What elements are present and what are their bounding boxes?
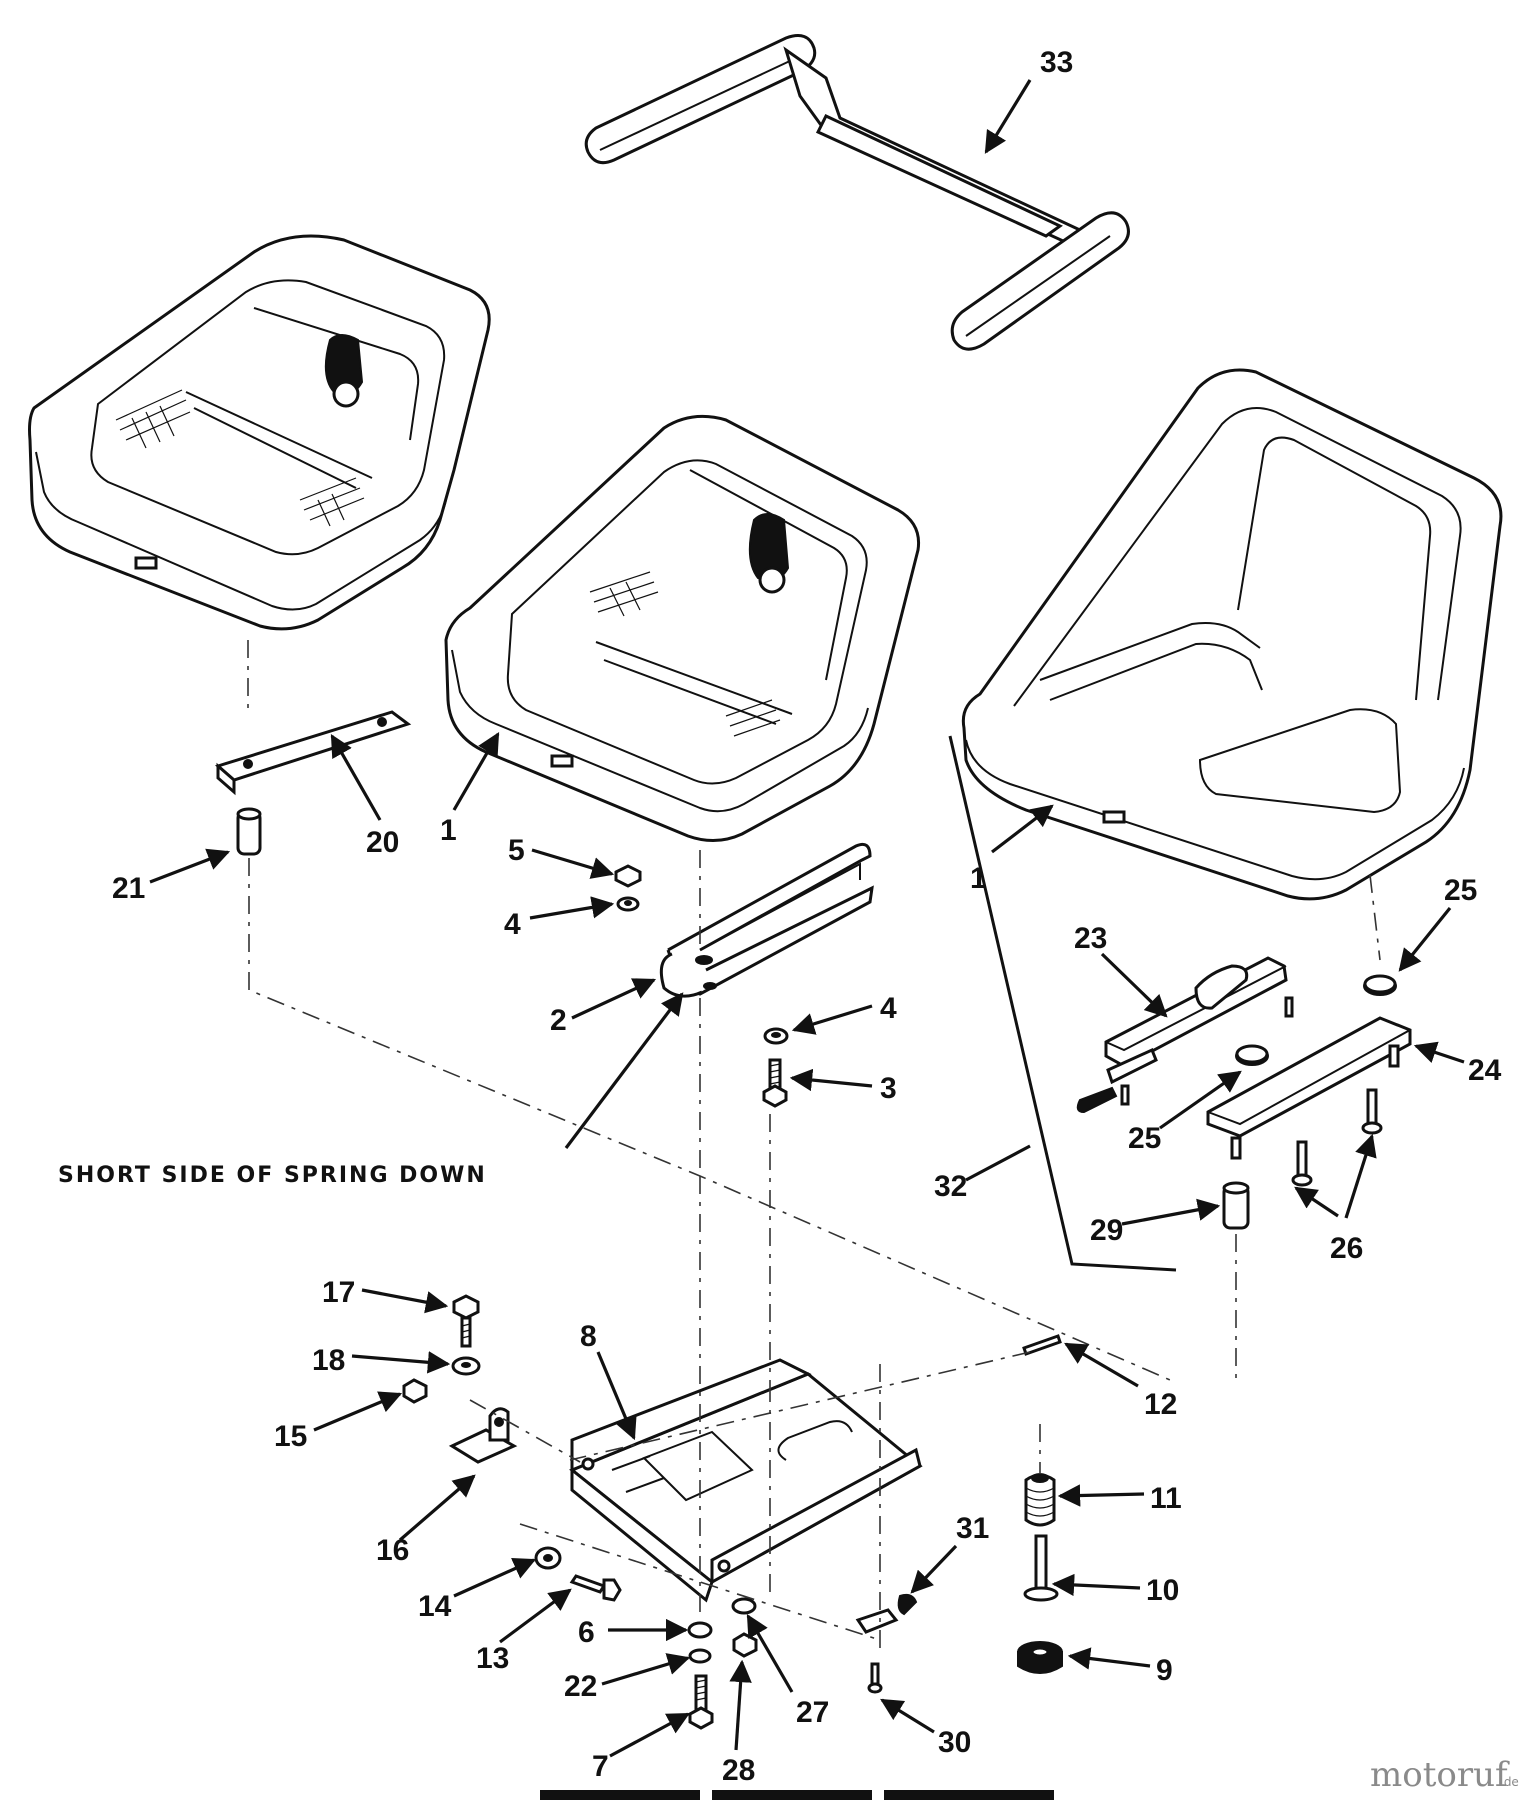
spacer-21 [236,807,262,856]
callout-25-upper: 25 [1444,874,1477,907]
callout-12: 12 [1144,1388,1177,1421]
watermark: motoruf .de [1370,1755,1519,1795]
callout-33: 33 [1040,46,1073,79]
nut-15 [402,1378,428,1404]
washer-25b [1235,1044,1269,1066]
callout-24: 24 [1468,1054,1502,1087]
spacer-14 [534,1546,562,1570]
callout-17: 17 [322,1276,355,1309]
washer-25a [1363,974,1397,996]
callout-30: 30 [938,1726,971,1759]
washer-22 [688,1648,712,1664]
nut-28 [732,1632,758,1658]
callout-20: 20 [366,826,399,859]
callout-9: 9 [1156,1654,1173,1687]
washer-6 [687,1621,713,1639]
callout-11: 11 [1150,1482,1182,1515]
alignment-lines [247,640,1381,1650]
seat-spring [659,842,874,998]
nut-5 [614,864,642,888]
callout-18: 18 [312,1344,345,1377]
callout-31: 31 [956,1512,989,1545]
screw-30 [867,1662,883,1694]
bolt-7 [688,1674,714,1730]
washer-27 [731,1597,757,1615]
washer-18 [451,1356,481,1376]
callout-1-right: 1 [970,862,987,895]
callout-labels: 33 20 1 21 5 4 2 4 3 1 25 23 24 25 32 29… [112,46,1502,1787]
callout-26: 26 [1330,1232,1363,1265]
cropped-caption-bar [540,1790,1054,1800]
callout-6: 6 [578,1616,595,1649]
callout-32: 32 [934,1170,967,1203]
leader-arrows [149,79,1465,1758]
screws-26 [1291,1088,1383,1187]
callout-27: 27 [796,1696,829,1729]
callout-15: 15 [274,1420,307,1453]
callout-2: 2 [550,1004,567,1037]
washer-4b [763,1027,789,1045]
bolt-13 [569,1574,622,1602]
knob-9 [1017,1641,1063,1674]
callout-8: 8 [580,1320,597,1353]
callout-14: 14 [418,1590,452,1623]
bolt-17 [452,1294,480,1348]
hinge-16 [448,1407,518,1464]
armrest-assembly [584,34,1130,351]
seat-middle [444,414,921,842]
callout-5: 5 [508,834,525,867]
seat-right [961,368,1503,901]
watermark-main: motoruf [1370,1755,1510,1795]
callout-22: 22 [564,1670,597,1703]
callout-13: 13 [476,1642,509,1675]
spring-11 [1024,1473,1056,1527]
washer-4a [616,896,640,912]
callout-1-middle: 1 [440,814,457,847]
watermark-suffix: .de [1500,1775,1519,1789]
callout-21: 21 [112,872,145,905]
slide-rail-23 [1076,956,1294,1114]
bolt-3 [762,1058,788,1108]
callout-29: 29 [1090,1214,1123,1247]
latch-31 [855,1593,918,1634]
seat-bracket [569,1358,923,1603]
callout-4-upper: 4 [504,908,521,941]
pivot-plate [214,710,412,796]
callout-7: 7 [592,1750,609,1783]
callout-4-lower: 4 [880,992,897,1025]
spacer-29 [1222,1181,1250,1230]
bracket-32 [948,735,1177,1272]
callout-28: 28 [722,1754,755,1787]
seat-left [28,234,491,631]
callout-23: 23 [1074,922,1107,955]
callout-25-lower: 25 [1128,1122,1161,1155]
roll-pin-12 [1022,1334,1062,1356]
slide-rail-24 [1206,1016,1412,1160]
callout-3: 3 [880,1072,897,1105]
callout-16: 16 [376,1534,409,1567]
pin-10 [1023,1534,1059,1602]
callout-10: 10 [1146,1574,1179,1607]
assembly-note: SHORT SIDE OF SPRING DOWN [58,1163,487,1188]
